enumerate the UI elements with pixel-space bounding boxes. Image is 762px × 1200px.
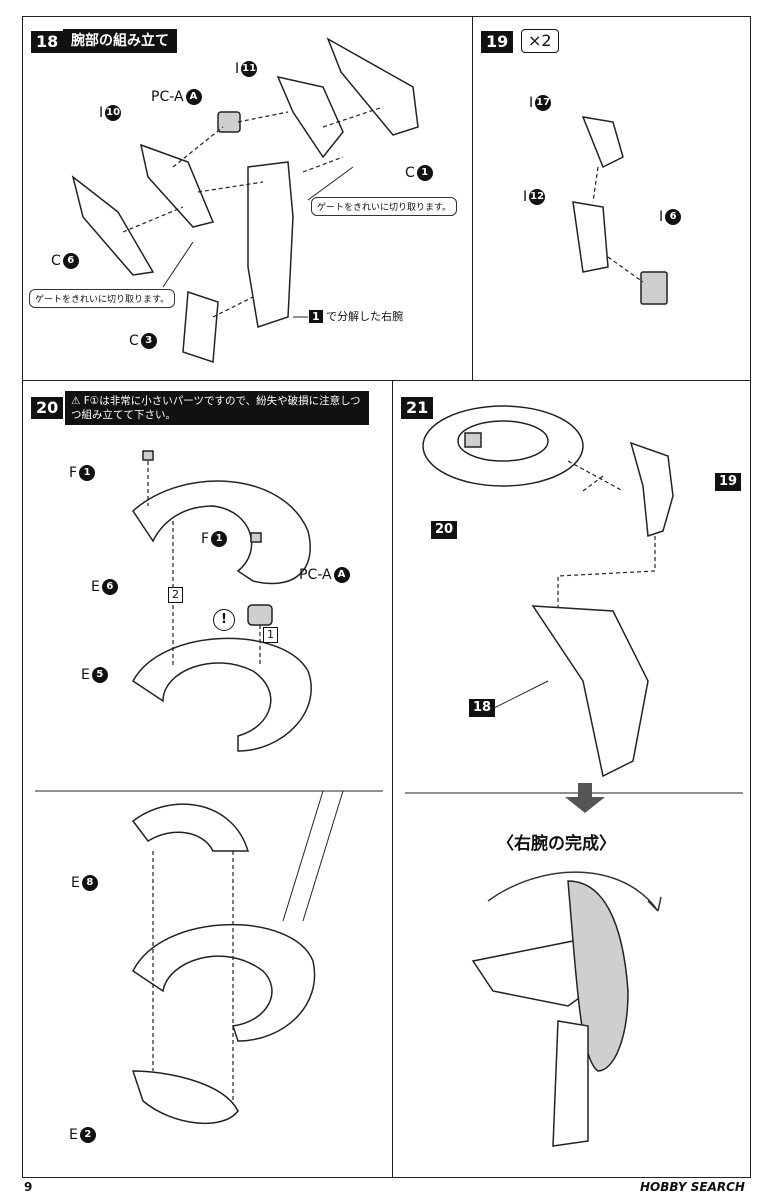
step-ref-badge-20: 20 [431,521,458,539]
part-number-badge: 8 [81,875,98,891]
part-number-badge: 6 [62,253,79,269]
step-number: 20 [31,397,64,419]
completion-label: 〈右腕の完成〉 [497,834,616,854]
gate-note: ゲートをきれいに切り取ります。 [29,289,176,308]
step-20-illustration [35,450,383,1124]
part-number-badge: A [333,567,350,583]
assembly-order-2: 2 [168,587,183,603]
warning-note: ⚠ F①は非常に小さいパーツですので、紛失や破損に注意しつつ組み立てて下さい。 [65,391,369,425]
step-20-panel: 20 ⚠ F①は非常に小さいパーツですので、紛失や破損に注意しつつ組み立てて下さ… [22,380,393,1178]
step-18-illustration [71,37,419,364]
step-title: 腕部の組み立て [63,29,177,53]
part-number-badge: 10 [105,105,122,121]
step-number: 21 [401,397,434,419]
gate-note: ゲートをきれいに切り取ります。 [311,197,458,216]
part-number-badge: 12 [529,189,546,205]
step-ref-badge: 1 [309,310,323,323]
part-number-badge: 6 [665,209,682,225]
step-number: 19 [481,31,514,53]
part-number-badge: 11 [241,61,258,77]
step-ref-badge-19: 19 [715,473,742,491]
reference-note: 1 で分解した右腕 [309,309,403,325]
part-number-badge: 5 [91,667,108,683]
assembly-order-1: 1 [263,627,278,643]
part-number-badge: 6 [101,579,118,595]
part-number-badge: 2 [79,1127,96,1143]
step-19-illustration [572,116,668,305]
quantity-multiplier: ×2 [521,29,559,53]
part-number-badge: 1 [79,465,96,481]
part-number-badge: 1 [416,165,433,181]
step-21-panel: 21 20 19 18 〈右腕の完成〉 [392,380,751,1178]
brand-watermark: HOBBY SEARCH [640,1180,745,1194]
part-number-badge: A [185,89,202,105]
warning-icon: ⚠ [71,395,81,407]
caution-icon: ! [213,609,235,631]
page-number: 9 [24,1180,33,1194]
part-number-badge: 17 [535,95,552,111]
step-21-illustration [405,405,743,1147]
part-number-badge: 1 [211,531,228,547]
step-ref-badge-18: 18 [469,699,496,717]
part-number-badge: 3 [140,333,157,349]
step-number: 18 [31,31,64,53]
